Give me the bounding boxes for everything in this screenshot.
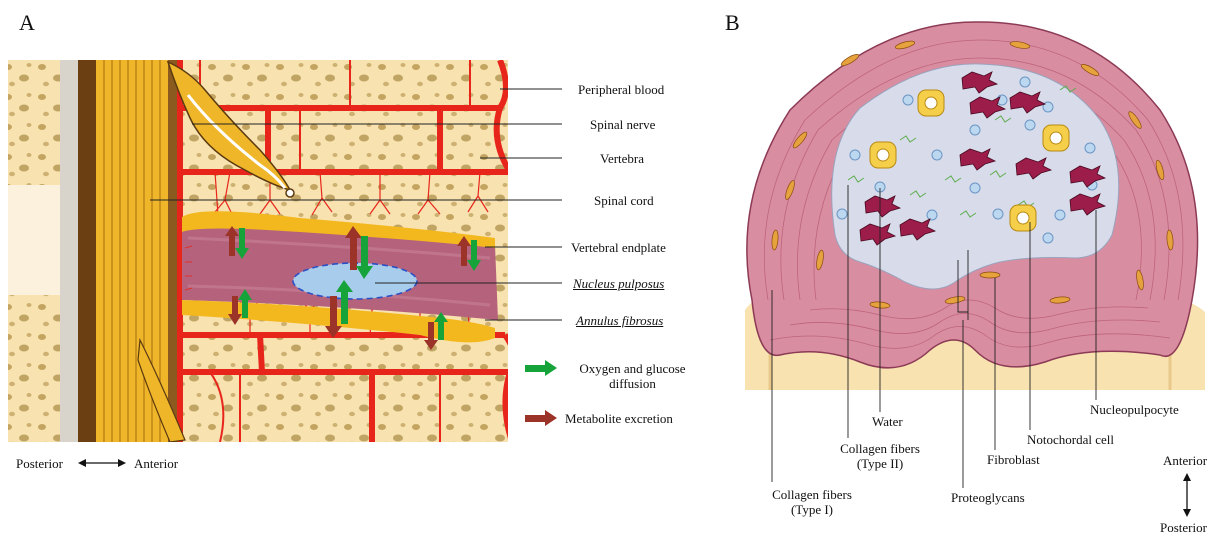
label-notochordal-cell: Notochordal cell — [1027, 432, 1114, 447]
legend-arrow-metabolite — [525, 410, 557, 426]
label-collagen-i-line2: (Type I) — [752, 502, 872, 517]
label-annulus-fibrosus: Annulus fibrosus — [576, 313, 663, 328]
label-water: Water — [872, 414, 903, 429]
orientation-anterior-a: Anterior — [134, 456, 178, 471]
label-collagen-ii-line1: Collagen fibers — [820, 441, 940, 456]
orientation-posterior-b: Posterior — [1160, 520, 1207, 535]
panel-b-illustration — [745, 22, 1205, 390]
label-collagen-type-ii: Collagen fibers (Type II) — [820, 441, 940, 471]
legend-oxygen-line2: diffusion — [565, 376, 700, 391]
spinal-cord-sheath — [78, 60, 96, 442]
legend-oxygen-label: Oxygen and glucose diffusion — [565, 361, 700, 391]
legend-oxygen-line1: Oxygen and glucose — [565, 361, 700, 376]
label-collagen-type-i: Collagen fibers (Type I) — [752, 487, 872, 517]
label-spinal-nerve: Spinal nerve — [590, 117, 655, 132]
label-collagen-i-line1: Collagen fibers — [752, 487, 872, 502]
panel-a-illustration — [8, 60, 514, 442]
orientation-arrow-a — [78, 459, 126, 467]
orientation-arrow-b — [1183, 473, 1191, 517]
legend-metabolite-label: Metabolite excretion — [565, 411, 673, 426]
orientation-anterior-b: Anterior — [1163, 453, 1207, 468]
panel-a-letter: A — [19, 11, 35, 35]
label-collagen-ii-line2: (Type II) — [820, 456, 940, 471]
legend-arrow-oxygen — [525, 360, 557, 376]
panel-b-letter: B — [725, 11, 740, 35]
label-proteoglycans: Proteoglycans — [951, 490, 1025, 505]
posterior-joint-gap — [8, 185, 63, 295]
label-vertebral-endplate: Vertebral endplate — [571, 240, 666, 255]
label-vertebra: Vertebra — [600, 151, 644, 166]
label-fibroblast: Fibroblast — [987, 452, 1040, 467]
label-nucleopulpocyte: Nucleopulpocyte — [1090, 402, 1179, 417]
label-spinal-cord: Spinal cord — [594, 193, 654, 208]
orientation-posterior-a: Posterior — [16, 456, 63, 471]
label-peripheral-blood: Peripheral blood — [578, 82, 664, 97]
label-nucleus-pulposus: Nucleus pulposus — [573, 276, 664, 291]
